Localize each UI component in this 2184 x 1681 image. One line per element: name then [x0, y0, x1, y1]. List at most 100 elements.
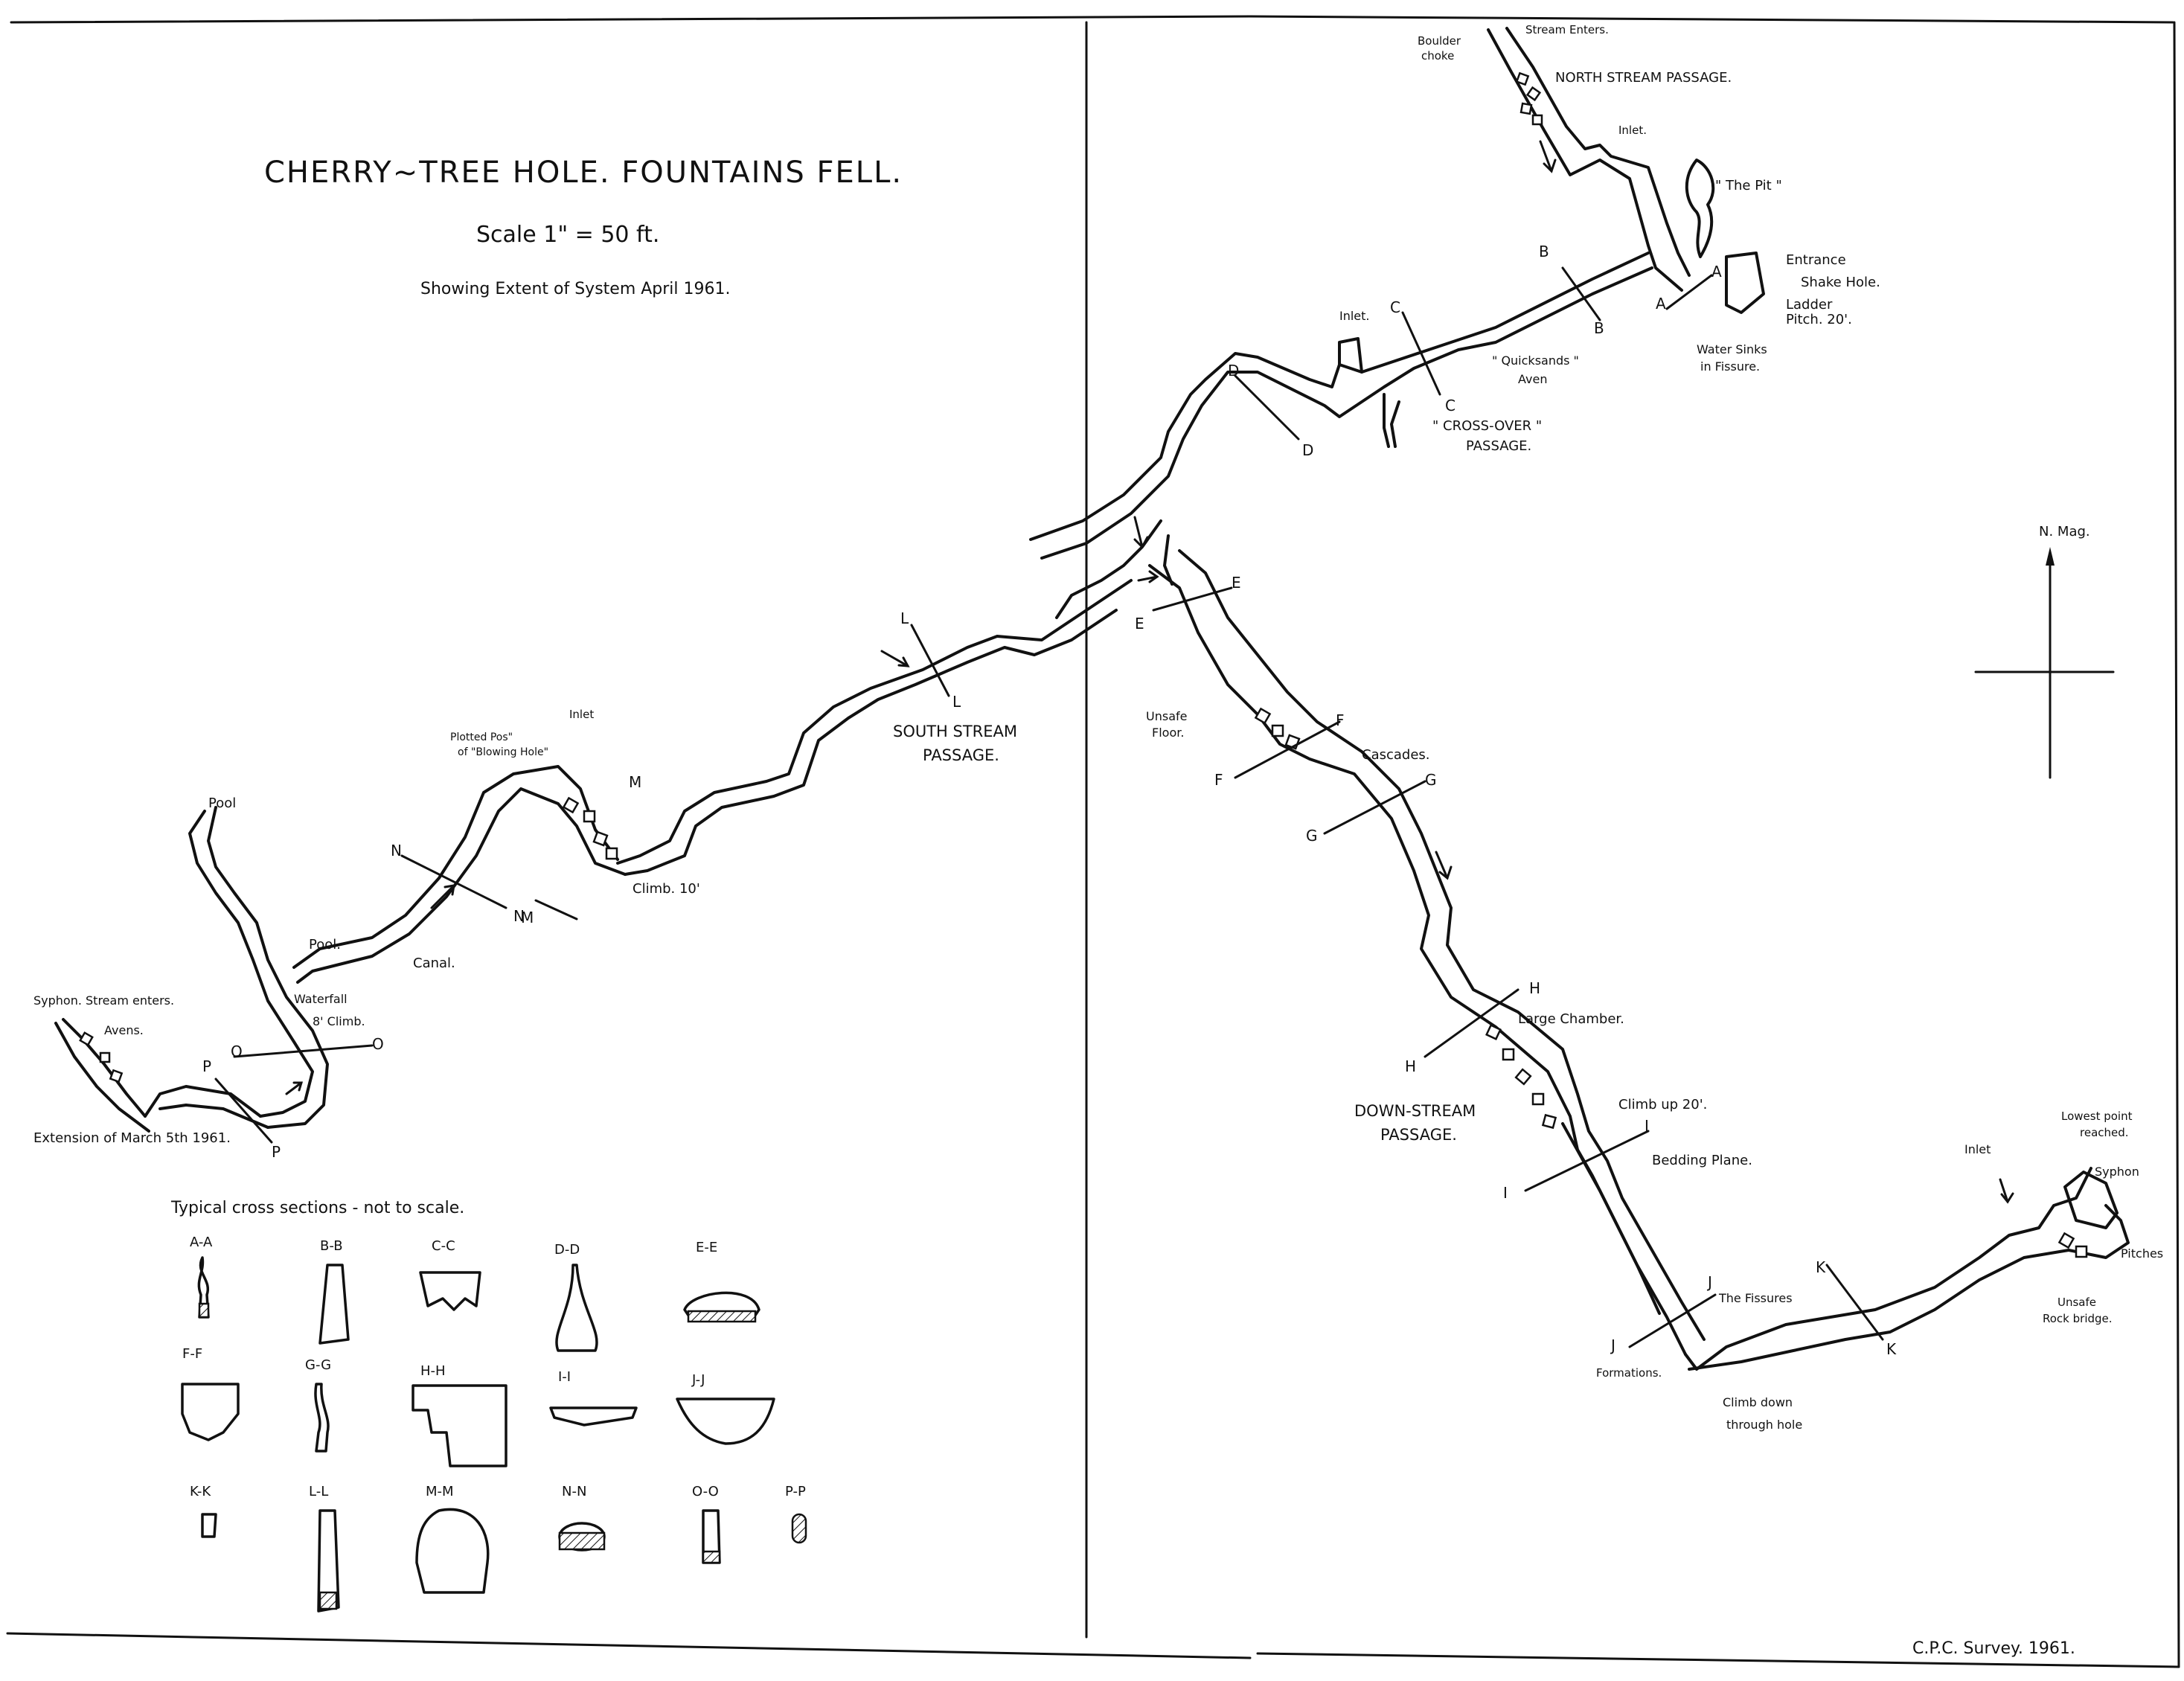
cross-section-label: I-I	[558, 1369, 571, 1385]
section-letter: E	[1232, 574, 1241, 592]
section-letter: G	[1306, 827, 1318, 845]
label-ladder: Ladder	[1786, 297, 1833, 313]
section-letter: B	[1539, 243, 1549, 260]
label-climb-down: Climb down	[1723, 1395, 1793, 1409]
extension-passage	[62, 1018, 147, 1118]
cross-section-label: P-P	[785, 1484, 806, 1499]
stream-arrows	[285, 140, 2014, 1204]
label-entrance: Shake Hole.	[1801, 275, 1880, 290]
cross-section-labels: A-A B-B C-C D-D E-E F-F G-G H-H I-I J-J …	[182, 1235, 806, 1499]
label-climb-down: through hole	[1726, 1418, 1802, 1432]
label-ladder: Pitch. 20'.	[1786, 312, 1852, 327]
section-letter: A	[1656, 295, 1666, 313]
label-large-chamber: Large Chamber.	[1518, 1011, 1624, 1027]
label-boulder-choke: choke	[1421, 49, 1454, 63]
section-shape-pp	[791, 1513, 807, 1544]
label-plotted-pos: Plotted Pos"	[450, 731, 513, 743]
section-shape-gg	[314, 1383, 330, 1453]
section-letter: G	[1425, 771, 1437, 789]
north-arrow: N. Mag.	[1974, 524, 2115, 779]
section-letter: K	[1886, 1340, 1897, 1358]
section-letter: E	[1135, 615, 1144, 633]
cross-section-label: E-E	[696, 1240, 717, 1255]
label-boulder-choke: Boulder	[1418, 34, 1461, 48]
cross-over-passage	[1338, 337, 1363, 374]
section-shape-ii	[549, 1406, 638, 1427]
cross-section-label: L-L	[309, 1484, 328, 1499]
cross-section-label: H-H	[420, 1363, 446, 1379]
map-scale: Scale 1" = 50 ft.	[476, 222, 659, 248]
label-extension: Extension of March 5th 1961.	[33, 1130, 231, 1146]
section-shape-ff	[181, 1383, 240, 1441]
label-inlet-k: Inlet	[1964, 1142, 1991, 1156]
section-shape-hh	[411, 1384, 507, 1467]
section-letter: O	[372, 1035, 384, 1053]
section-shape-kk	[201, 1513, 217, 1538]
label-bedding-plane: Bedding Plane.	[1652, 1153, 1752, 1168]
section-letter: D	[1302, 441, 1313, 459]
section-letters: A A B B C C D D E E F F G G H H I I J J …	[202, 243, 1897, 1358]
cross-section-label: C-C	[432, 1238, 455, 1254]
section-letter: P	[272, 1143, 281, 1161]
section-letter: N	[391, 842, 402, 859]
label-cascades: Cascades.	[1362, 747, 1430, 763]
label-waterfall: 8' Climb.	[313, 1014, 365, 1028]
label-inlet-h: Inlet	[569, 708, 594, 721]
north-label: N. Mag.	[2039, 524, 2090, 539]
canal-passage	[292, 765, 619, 969]
passage-label-south: PASSAGE.	[923, 746, 999, 764]
cross-section-label: A-A	[190, 1235, 213, 1250]
section-letter: H	[1405, 1057, 1416, 1075]
label-syphon-east: Syphon	[2095, 1165, 2139, 1179]
label-inlet: Inlet.	[1618, 124, 1647, 137]
sheet-borders	[6, 15, 2180, 1668]
cross-section-label: B-B	[320, 1238, 343, 1254]
south-stream-passage	[616, 579, 1133, 865]
passage-label-crossover: PASSAGE.	[1466, 438, 1531, 454]
section-letter: B	[1594, 319, 1604, 337]
label-unsafe-floor: Floor.	[1152, 726, 1184, 740]
label-pool-north: Pool	[208, 795, 236, 811]
section-shape-dd	[555, 1264, 598, 1352]
section-letter: J	[1610, 1336, 1615, 1354]
label-pool-mid: Pool.	[309, 937, 341, 952]
entrance-shake-hole	[1725, 252, 1765, 314]
the-fissures	[1684, 1167, 2092, 1371]
label-water-sinks: Water Sinks	[1697, 342, 1767, 356]
section-letter: J	[1706, 1273, 1712, 1291]
label-formations: Formations.	[1596, 1366, 1662, 1380]
section-shape-ll	[317, 1509, 340, 1613]
label-quicksands: " Quicksands "	[1492, 353, 1579, 368]
section-letter: M	[521, 909, 534, 926]
section-letter: C	[1445, 397, 1456, 414]
map-title: CHERRY~TREE HOLE. FOUNTAINS FELL.	[264, 156, 903, 190]
section-letter: A	[1711, 263, 1722, 281]
label-lowest-point: reached.	[2080, 1126, 2129, 1139]
section-letter: K	[1816, 1258, 1826, 1276]
label-unsafe-floor: Unsafe	[1146, 709, 1187, 723]
main-passage-junction	[1055, 519, 1162, 619]
cave-passages	[54, 27, 2130, 1371]
section-lines	[214, 266, 1884, 1348]
label-syphon-west: Syphon. Stream enters.	[33, 993, 174, 1008]
passage-label-south: SOUTH STREAM	[893, 723, 1017, 740]
section-letter: P	[202, 1057, 211, 1075]
section-letter: H	[1529, 979, 1540, 997]
section-letter: M	[629, 773, 641, 791]
section-letter: I	[1645, 1117, 1649, 1135]
label-pitches: Pitches	[2121, 1246, 2163, 1261]
survey-credit: C.P.C. Survey. 1961.	[1912, 1639, 2075, 1658]
west-passage	[188, 810, 314, 1118]
section-shape-jj	[676, 1397, 775, 1445]
cross-sections: Typical cross sections - not to scale. A…	[170, 1199, 807, 1613]
label-unsafe-rock: Rock bridge.	[2043, 1312, 2113, 1325]
cross-section-label: K-K	[190, 1484, 211, 1499]
passage-label-downstream: DOWN-STREAM	[1354, 1102, 1476, 1120]
label-quicksands: Aven	[1518, 372, 1547, 386]
cross-section-label: D-D	[554, 1242, 580, 1258]
label-the-fissures: The Fissures	[1718, 1291, 1793, 1305]
section-letter: L	[952, 693, 961, 711]
down-stream-passage	[1148, 564, 1687, 1356]
cross-section-label: G-G	[305, 1357, 331, 1373]
